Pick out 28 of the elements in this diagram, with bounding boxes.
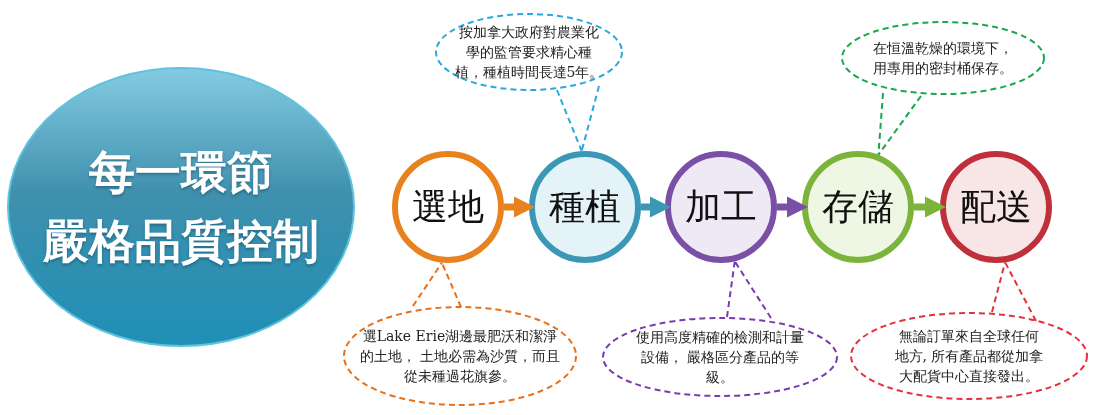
step-label: 加工 — [685, 184, 757, 229]
callout-text: 選Lake Erie湖邊最肥沃和潔淨的土地， 土地必需為沙質，而且從未種過花旗參。 — [358, 326, 562, 387]
step-circle — [801, 150, 915, 264]
callout-bubble — [840, 20, 1046, 96]
callout-bubble — [601, 316, 839, 398]
callout-bubble — [849, 311, 1089, 401]
callout-tail — [726, 260, 772, 319]
step-label: 存儲 — [822, 184, 894, 229]
step-circle — [391, 150, 505, 264]
callout-bubble — [434, 12, 624, 92]
heading-text: 嚴格品質控制 — [43, 213, 319, 270]
step-label: 配送 — [960, 184, 1032, 229]
callout-bubble — [342, 305, 578, 407]
callout-tail — [877, 92, 922, 156]
step-circle — [939, 150, 1053, 264]
callout-text: 按加拿大政府對農業化學的監管要求精心種植，種植時間長達5年。 — [454, 22, 604, 83]
step-circle — [664, 150, 778, 264]
callout-text: 在恒溫乾燥的環境下，用專用的密封桶保存。 — [872, 38, 1014, 78]
title-ellipse — [6, 66, 356, 348]
callout-tail — [991, 261, 1037, 322]
step-circle — [528, 150, 642, 264]
step-label: 種植 — [549, 184, 621, 229]
step-label: 選地 — [412, 184, 484, 229]
callout-tail — [556, 85, 600, 153]
callout-tail — [412, 261, 462, 308]
callout-text: 使用高度精確的檢測和計量設備， 嚴格區分產品的等級。 — [635, 327, 805, 388]
callout-text: 無論訂單來自全球任何地方, 所有產品都從加拿大配貨中心直接發出。 — [894, 326, 1044, 387]
heading-text: 每一環節 — [89, 143, 273, 201]
